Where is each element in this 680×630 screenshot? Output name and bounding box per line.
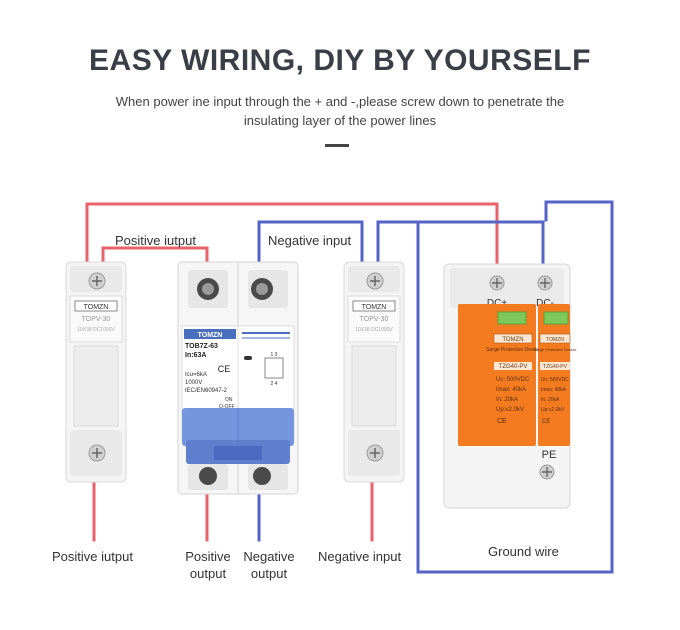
label-positive-output: Positive output [180, 548, 236, 582]
svg-text:In: 20kA: In: 20kA [541, 397, 560, 403]
label-ground-wire: Ground wire [488, 544, 559, 559]
svg-text:In:63A: In:63A [185, 352, 206, 359]
page-title: EASY WIRING, DIY BY YOURSELF [89, 44, 591, 77]
circuit-breaker: TOMZN TOB7Z-63 In:63A CE Icu=6kA 1000V I… [177, 261, 299, 495]
svg-text:TOMZN: TOMZN [546, 337, 564, 343]
svg-text:Up:≤2.0kV: Up:≤2.0kV [541, 407, 565, 413]
label-positive-bottom: Positive iutput [52, 549, 133, 564]
svg-text:DC-: DC- [536, 298, 554, 309]
label-positive-output-line1: Positive [185, 549, 231, 564]
label-negative-output: Negative output [238, 548, 300, 582]
fuse-holder-right: TOMZN TOPV-30 10X38 DC1000V [343, 261, 405, 483]
wire-positive-top [85, 202, 499, 272]
svg-text:IEC/EN60947-2: IEC/EN60947-2 [185, 388, 228, 394]
svg-text:PE: PE [542, 449, 557, 461]
label-negative-top: Negative input [268, 233, 352, 248]
surge-protector: DC+ DC- TOMZN Surge Protective Device TZ… [443, 263, 578, 509]
svg-text:1 3: 1 3 [271, 352, 278, 358]
svg-text:2 4: 2 4 [271, 381, 278, 387]
svg-text:ON: ON [225, 397, 233, 403]
page-subtitle: When power ine input through the + and -… [115, 94, 565, 128]
svg-text:CE: CE [542, 419, 550, 425]
label-negative-output-line2: output [250, 566, 288, 581]
svg-text:In: 20kA: In: 20kA [496, 397, 518, 403]
svg-text:TOMZN: TOMZN [502, 337, 523, 343]
svg-text:Up:≤2.0kV: Up:≤2.0kV [496, 407, 524, 413]
svg-text:Surge Protective Device: Surge Protective Device [486, 347, 540, 353]
svg-text:DC+: DC+ [487, 298, 507, 309]
svg-text:TOPV-30: TOPV-30 [360, 316, 389, 323]
wire-positive-input [101, 246, 209, 272]
svg-text:Imax: 40kA: Imax: 40kA [541, 387, 567, 393]
title-divider [325, 144, 349, 147]
label-positive-output-line2: output [189, 566, 227, 581]
svg-text:Surge Protective Device: Surge Protective Device [534, 347, 578, 352]
svg-text:TOMZN: TOMZN [84, 304, 109, 311]
svg-text:TOPV-30: TOPV-30 [82, 316, 111, 323]
svg-text:1000V: 1000V [185, 380, 202, 386]
svg-text:Uc: 500VDC: Uc: 500VDC [541, 377, 569, 383]
wire-negative-spd [376, 220, 545, 272]
svg-text:Imax: 40kA: Imax: 40kA [496, 387, 526, 393]
svg-text:TZG40-PV: TZG40-PV [543, 364, 568, 370]
label-negative-input-bottom: Negative input [318, 549, 402, 564]
fuse-holder-left: TOMZN TOPV-30 10X38 DC1000V [65, 261, 127, 483]
svg-text:CE: CE [218, 364, 231, 374]
svg-text:CE: CE [497, 418, 507, 425]
svg-text:TOMZN: TOMZN [198, 332, 223, 339]
svg-text:O-OFF: O-OFF [219, 404, 235, 410]
wire-ground [416, 200, 614, 574]
svg-text:10X38 DC1000V: 10X38 DC1000V [355, 327, 393, 333]
label-negative-output-line1: Negative [243, 549, 295, 564]
svg-text:TOMZN: TOMZN [362, 304, 387, 311]
svg-text:Icu=6kA: Icu=6kA [185, 372, 207, 378]
svg-text:Uc: 500VDC: Uc: 500VDC [496, 377, 530, 383]
label-positive-top: Positive iutput [115, 233, 196, 248]
wire-negative-input-top [257, 220, 364, 272]
svg-text:TOB7Z-63: TOB7Z-63 [185, 343, 218, 350]
svg-text:TZG40-PV: TZG40-PV [499, 364, 528, 370]
svg-text:10X38 DC1000V: 10X38 DC1000V [77, 327, 115, 333]
